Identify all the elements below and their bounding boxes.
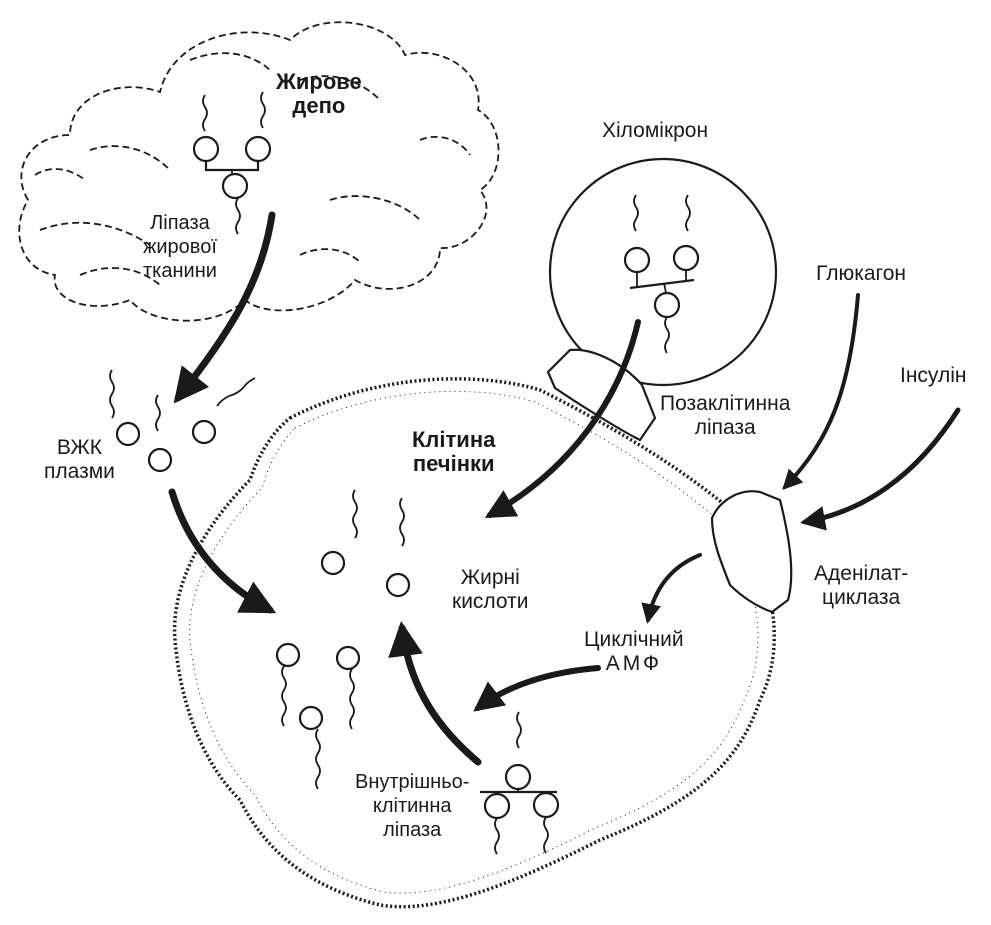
- label-glucagon: Глюкагон: [816, 262, 906, 286]
- arrow-camp-to-lipase: [478, 668, 598, 708]
- triglyceride-intracellular: [480, 712, 558, 854]
- arrow-plasma-to-cell: [172, 492, 270, 610]
- label-liver-cell: Клітина печінки: [412, 428, 495, 476]
- arrow-cyclase-to-camp: [648, 555, 700, 620]
- label-intracellular-lipase: Внутрішньо- клітинна ліпаза: [355, 770, 469, 842]
- label-fatty-acids: Жирні кислоти: [452, 566, 528, 614]
- plasma-fatty-acids: [110, 370, 255, 471]
- label-chylomicron: Хіломікрон: [602, 119, 708, 143]
- label-extracellular-lipase: Позаклітинна ліпаза: [660, 392, 790, 440]
- label-adipose-lipase: Ліпаза жирової тканини: [143, 211, 217, 283]
- arrow-glucagon-to-cyclase: [785, 295, 858, 487]
- arrow-lipase-to-fatty-acids: [402, 628, 478, 762]
- label-fat-depot: Жирове депо: [276, 70, 362, 118]
- label-cyclic-amp: Циклічний АМФ: [584, 628, 684, 676]
- label-plasma-ffa: ВЖК плазми: [44, 436, 115, 484]
- label-adenylate-cyclase: Аденілат- циклаза: [814, 562, 908, 610]
- adenylate-cyclase-block: [712, 491, 791, 612]
- label-insulin: Інсулін: [900, 364, 967, 388]
- cell-fatty-acids: [277, 490, 409, 789]
